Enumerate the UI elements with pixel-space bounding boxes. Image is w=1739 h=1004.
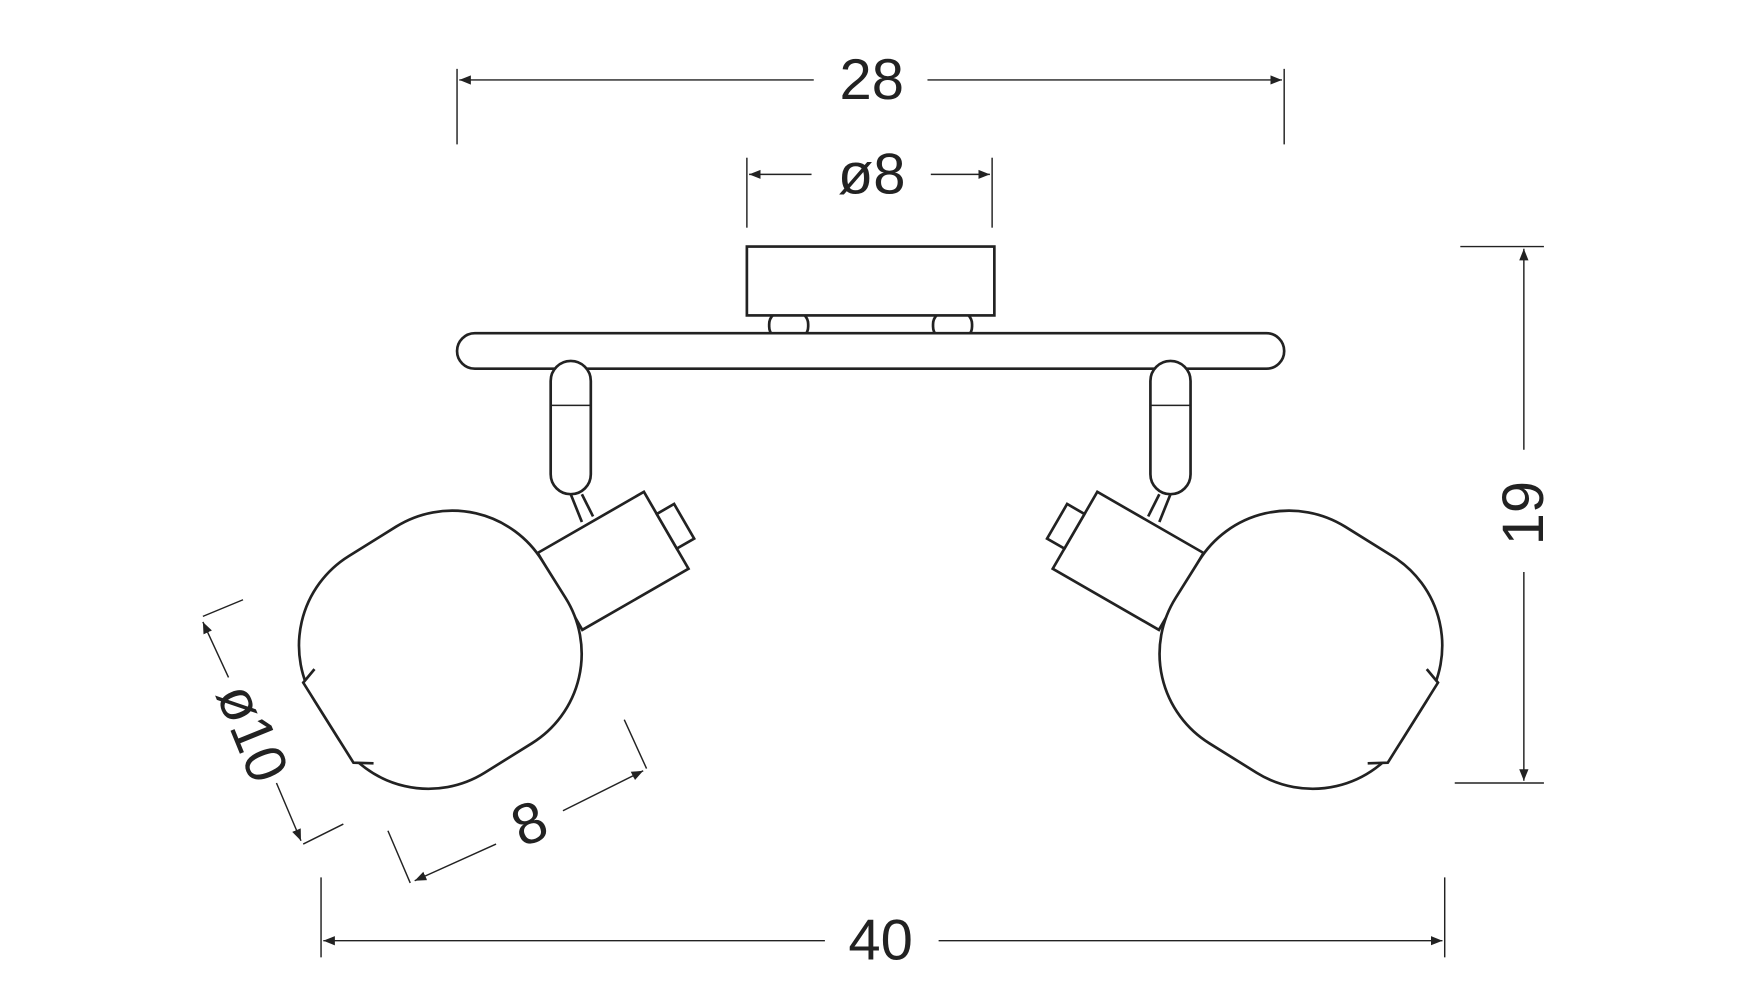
dimension-19: 19 <box>1454 245 1556 784</box>
dim-canopy-diameter: ø8 <box>838 142 906 206</box>
dimension-40: 40 <box>320 877 1446 973</box>
right-spotlight <box>1034 359 1484 830</box>
dim-shade-diameter: ø10 <box>204 675 301 791</box>
dimension-canopy: ø8 <box>746 142 993 228</box>
lamp-body <box>257 245 1484 830</box>
dim-total-width: 40 <box>848 909 912 973</box>
dim-height: 19 <box>1492 481 1556 545</box>
left-spotlight <box>257 359 708 830</box>
dim-bar-length: 28 <box>839 48 903 112</box>
dim-shade-length: 8 <box>503 788 557 859</box>
bar <box>455 331 1286 371</box>
canopy <box>745 245 996 317</box>
dimension-28: 28 <box>456 48 1285 145</box>
